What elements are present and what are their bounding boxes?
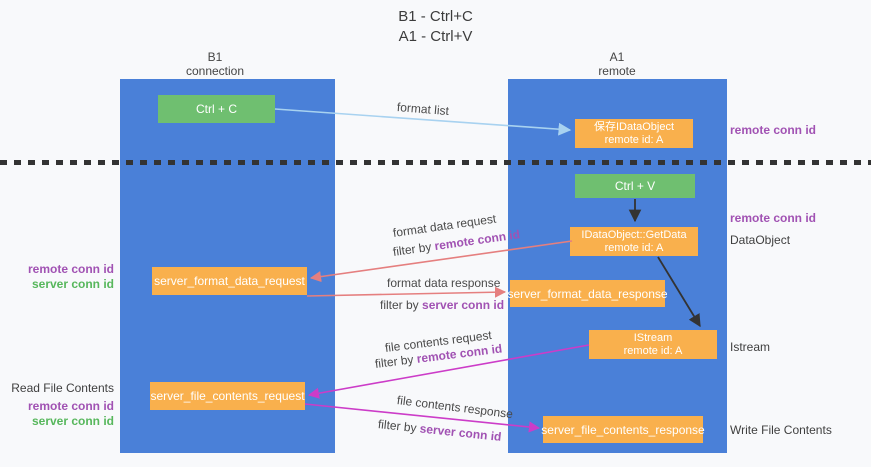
node-save-dataobject-line2: remote id: A <box>604 133 664 146</box>
node-file-request-label: server_file_contents_request <box>150 389 305 403</box>
diagram-title-line2: A1 - Ctrl+V <box>398 28 473 45</box>
node-getdata-line1: IDataObject::GetData <box>581 228 687 241</box>
filter-by-text: filter by <box>377 417 421 436</box>
filter-by-text: filter by <box>374 351 418 371</box>
node-istream-line2: remote id: A <box>623 344 683 357</box>
node-server-file-contents-request: server_file_contents_request <box>150 382 305 410</box>
node-format-response-label: server_format_data_response <box>507 286 668 301</box>
node-ctrl-c-label: Ctrl + C <box>195 102 237 116</box>
label-filter-by-server-conn-id-2: filter by server conn id <box>377 417 502 444</box>
label-format-data-response: format data response <box>387 276 501 290</box>
lifeline-header-b1: B1 connection <box>145 50 285 78</box>
annotation-read-file-contents: Read File Contents <box>11 381 114 395</box>
annotation-dataobject: DataObject <box>730 233 791 247</box>
node-istream-line1: IStream <box>633 331 673 344</box>
label-filter-by-server-conn-id-1: filter by server conn id <box>380 298 504 312</box>
node-save-dataobject-line1: 保存IDataObject <box>593 120 675 133</box>
annotation-istream: Istream <box>730 340 771 354</box>
annotation-left-server-conn-id-2: server conn id <box>31 414 114 428</box>
filter-by-text: filter by <box>392 239 436 259</box>
annotation-left-remote-conn-id-2: remote conn id <box>27 399 114 413</box>
server-conn-id-text: server conn id <box>419 421 503 444</box>
annotation-right-remote-conn-id-2: remote conn id <box>730 211 817 225</box>
lifeline-a1-role: remote <box>598 64 636 78</box>
node-format-request-label: server_format_data_request <box>154 274 305 288</box>
lifeline-b1-name: B1 <box>207 50 223 64</box>
annotation-left-server-conn-id-1: server conn id <box>31 277 114 291</box>
arrow-format-data-response <box>306 286 507 298</box>
node-ctrl-c: Ctrl + C <box>158 95 275 123</box>
label-file-contents-response: file contents response <box>396 393 514 422</box>
node-ctrl-v: Ctrl + V <box>575 174 695 198</box>
node-getdata-line2: remote id: A <box>604 241 664 254</box>
node-server-format-data-request: server_format_data_request <box>152 267 307 295</box>
node-ctrl-v-label: Ctrl + V <box>614 179 656 193</box>
label-format-list: format list <box>396 100 450 119</box>
machine-boundary-dashed-line <box>0 160 871 165</box>
diagram-title-line1: B1 - Ctrl+C <box>398 8 473 25</box>
annotation-right-remote-conn-id-1: remote conn id <box>730 123 817 137</box>
node-save-dataobject: 保存IDataObject remote id: A <box>575 119 693 148</box>
node-file-response-label: server_file_contents_response <box>541 422 705 437</box>
server-conn-id-text: server conn id <box>422 298 505 312</box>
annotation-left-remote-conn-id-1: remote conn id <box>27 262 114 276</box>
annotation-write-file-contents: Write File Contents <box>730 423 832 437</box>
node-server-file-contents-response: server_file_contents_response <box>541 416 705 443</box>
filter-by-text: filter by <box>380 298 423 312</box>
diagram-title: B1 - Ctrl+C A1 - Ctrl+V <box>0 7 871 47</box>
lifeline-header-a1: A1 remote <box>547 50 687 78</box>
node-server-format-data-response: server_format_data_response <box>507 280 668 307</box>
node-idataobject-getdata: IDataObject::GetData remote id: A <box>570 227 698 256</box>
node-istream: IStream remote id: A <box>589 330 717 359</box>
lifeline-a1-name: A1 <box>609 50 625 64</box>
lifeline-b1-role: connection <box>185 64 245 78</box>
